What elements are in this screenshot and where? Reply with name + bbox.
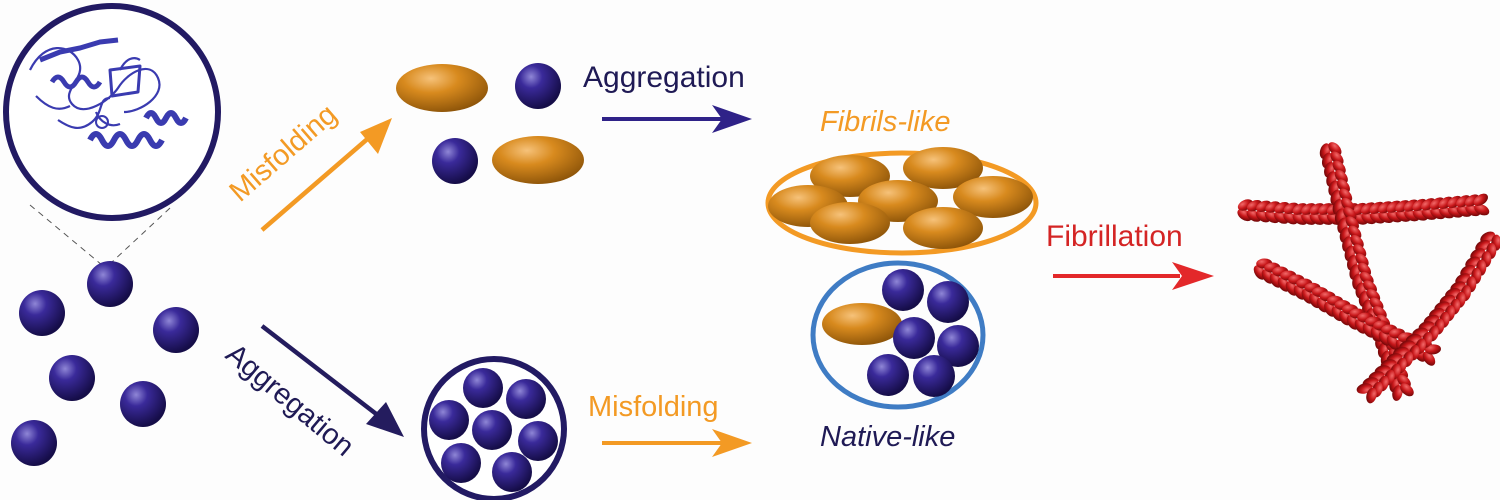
fibril-bead — [1355, 253, 1369, 267]
protein-inset-circle — [3, 3, 221, 221]
fibril-bead — [1343, 207, 1357, 221]
fibrils-like-ring — [765, 150, 1039, 256]
monomer-sphere — [441, 443, 481, 483]
fibril-bead — [1366, 387, 1377, 404]
fibril-bead — [1350, 234, 1364, 249]
fibrils-like-aggregate — [765, 147, 1039, 256]
fibril-bead — [1422, 351, 1436, 366]
monomer-sphere — [19, 290, 65, 336]
monomer-sphere — [492, 452, 532, 492]
monomer-sphere — [882, 269, 924, 311]
misfolding-label-bottom: Misfolding — [588, 391, 719, 423]
zoom-guide-right — [111, 207, 171, 263]
monomer-sphere — [463, 368, 503, 408]
fibril-bead — [1336, 179, 1350, 193]
fibrillation-label: Fibrillation — [1046, 220, 1183, 253]
protein-ribbon-icon — [29, 37, 189, 149]
fibril-bead — [1392, 385, 1403, 401]
fibril-bead — [1400, 383, 1414, 397]
monomer-sphere — [515, 63, 561, 109]
aggregation-label-bottom: Aggregation — [220, 338, 360, 463]
monomer-sphere — [49, 355, 95, 401]
monomer-sphere — [927, 281, 969, 323]
fibril-bead — [1473, 193, 1488, 206]
zoom-guide-left — [29, 204, 103, 266]
native-aggregate — [421, 356, 567, 500]
misfolding-arrow-bottom — [602, 429, 752, 457]
monomer-sphere — [87, 261, 133, 307]
protein-structure-inset — [3, 3, 221, 266]
monomer-sphere — [518, 421, 558, 461]
native-like-aggregate — [810, 260, 986, 410]
monomer-sphere — [472, 410, 512, 450]
monomer-sphere — [153, 307, 199, 353]
fibril-bead — [1474, 204, 1490, 216]
fibrillation-arrow — [1053, 262, 1214, 290]
oblate-monomer — [903, 147, 983, 189]
fibril-bead — [1352, 244, 1367, 258]
oblate-monomer — [903, 207, 983, 249]
misfolding-arrow-top — [260, 118, 392, 232]
fibril-bead — [1348, 225, 1362, 239]
misfolded-intermediates — [396, 63, 584, 184]
fibril-bead — [1425, 344, 1441, 355]
monomer-sphere — [506, 379, 546, 419]
amyloid-fibrils — [1237, 142, 1500, 404]
monomer-sphere — [937, 325, 979, 367]
monomer-sphere — [913, 355, 955, 397]
monomer-sphere — [11, 420, 57, 466]
fibril-bead — [1386, 335, 1400, 350]
monomer-sphere — [893, 317, 935, 359]
monomer-cluster — [11, 261, 199, 466]
misfolding-label-top: Misfolding — [224, 98, 344, 208]
oblate-monomer — [396, 64, 488, 112]
aggregation-arrow-top — [602, 105, 752, 133]
native-like-ring — [810, 260, 986, 410]
fibrils-like-label: Fibrils-like — [820, 106, 951, 138]
aggregation-label-top: Aggregation — [583, 61, 745, 94]
monomer-sphere — [120, 381, 166, 427]
monomer-sphere — [867, 354, 909, 396]
oblate-monomer — [492, 136, 584, 184]
oblate-monomer — [810, 202, 890, 244]
native-like-label: Native-like — [820, 421, 955, 453]
monomer-sphere — [429, 400, 469, 440]
aggregation-arrow-bottom — [260, 324, 404, 437]
oblate-monomer — [822, 303, 902, 345]
oblate-monomer — [953, 176, 1033, 218]
fibril-bead — [1345, 216, 1359, 230]
monomer-sphere — [432, 138, 478, 184]
